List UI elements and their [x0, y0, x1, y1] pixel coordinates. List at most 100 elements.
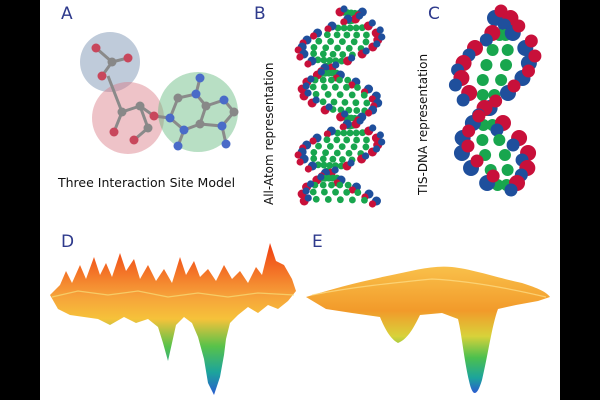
sugar-bead — [506, 138, 520, 152]
backbone-atom — [332, 61, 340, 69]
phosphate-site-circle — [92, 82, 164, 154]
backbone-atom — [372, 145, 381, 153]
backbone-atom — [378, 138, 386, 146]
sugar-bead — [456, 93, 470, 107]
backbone-atom — [355, 12, 364, 20]
base-atom — [333, 136, 341, 144]
phosphate-bead — [461, 139, 475, 153]
base-atom — [322, 149, 329, 157]
base-atom — [310, 155, 318, 162]
base-atom — [354, 189, 362, 196]
base-atom — [354, 84, 361, 91]
base-atom — [320, 56, 328, 64]
base-atom — [336, 76, 343, 84]
backbone-atom — [302, 187, 310, 195]
base-bead — [476, 134, 489, 146]
backbone-atom — [309, 32, 318, 40]
backbone-atom — [307, 75, 315, 83]
panel-e-letter: E — [312, 232, 323, 252]
base-atom — [340, 129, 348, 137]
backbone-atom — [339, 123, 347, 131]
base-bead — [486, 44, 499, 56]
backbone-atom — [296, 158, 304, 166]
backbone-atom — [323, 130, 331, 138]
backbone-atom — [304, 60, 312, 68]
base-atom — [332, 188, 339, 196]
sugar-bead — [504, 183, 518, 197]
base-bead — [501, 44, 514, 56]
base-atom — [310, 44, 318, 51]
base-atom — [333, 31, 341, 39]
base-atom — [326, 57, 334, 64]
tis-model-diagram — [80, 32, 239, 154]
phosphate-bead — [486, 169, 500, 183]
base-atom — [346, 24, 354, 32]
base-atom — [320, 161, 328, 169]
backbone-atom — [373, 40, 381, 48]
backbone-atom — [340, 18, 348, 26]
base-atom — [362, 143, 370, 151]
base-atom — [319, 181, 327, 189]
base-atom — [319, 155, 327, 163]
base-atom — [345, 149, 353, 157]
base-atom — [346, 129, 354, 137]
base-atom — [338, 57, 346, 65]
base-atom — [338, 38, 346, 46]
base-atom — [323, 31, 331, 39]
base-atom — [352, 99, 360, 107]
base-atom — [339, 156, 346, 163]
backbone-atom — [368, 200, 377, 208]
figure: A B C D E — [40, 0, 560, 400]
base-atom — [331, 83, 339, 91]
panel-b-label: All-Atom representation — [262, 62, 276, 206]
sugar-bead — [479, 33, 493, 47]
panel-c-letter: C — [428, 4, 440, 24]
phosphate-bead — [507, 79, 521, 93]
base-atom — [329, 50, 337, 58]
backbone-atom — [317, 173, 325, 181]
backbone-atom — [376, 26, 384, 34]
backbone-atom — [356, 117, 364, 125]
base-atom — [340, 24, 348, 32]
landscape-e-surface — [306, 266, 550, 394]
base-atom — [323, 136, 331, 144]
base-atom — [336, 196, 344, 204]
base-atom — [353, 31, 361, 39]
backbone-atom — [325, 103, 333, 111]
backbone-atom — [302, 82, 310, 90]
base-bead — [495, 74, 508, 86]
molecule-atoms — [91, 43, 239, 151]
base-atom — [344, 181, 352, 189]
base-atom — [338, 143, 346, 151]
base-atom — [350, 38, 358, 46]
base-atom — [345, 44, 353, 52]
backbone-atom — [324, 25, 332, 33]
base-atom — [334, 129, 342, 137]
phosphate-bead — [470, 154, 484, 168]
base-atom — [326, 161, 334, 169]
base-atom — [348, 91, 356, 99]
base-atom — [315, 37, 323, 45]
phosphate-bead — [528, 49, 542, 63]
backbone-atom — [347, 159, 355, 167]
panel-d-letter: D — [61, 232, 75, 252]
base-atom — [343, 136, 351, 144]
panel-c-label: TIS-DNA representation — [416, 53, 430, 195]
phosphate-bead — [512, 19, 526, 33]
backbone-atom — [312, 96, 320, 104]
backbone-atom — [331, 166, 339, 174]
phosphate-bead — [524, 34, 538, 48]
base-bead — [493, 134, 506, 146]
backbone-atom — [340, 5, 348, 13]
base-atom — [343, 188, 351, 196]
base-bead — [480, 59, 493, 71]
landscape-d-surface — [50, 243, 296, 395]
base-atom — [343, 83, 350, 91]
base-atom — [320, 188, 328, 196]
phosphate-bead — [489, 94, 503, 108]
landscape-d-ridge — [51, 290, 295, 298]
backbone-atom — [362, 152, 370, 160]
base-atom — [309, 83, 317, 91]
base-atom — [344, 76, 352, 84]
landscape-e-ridge — [311, 278, 547, 298]
